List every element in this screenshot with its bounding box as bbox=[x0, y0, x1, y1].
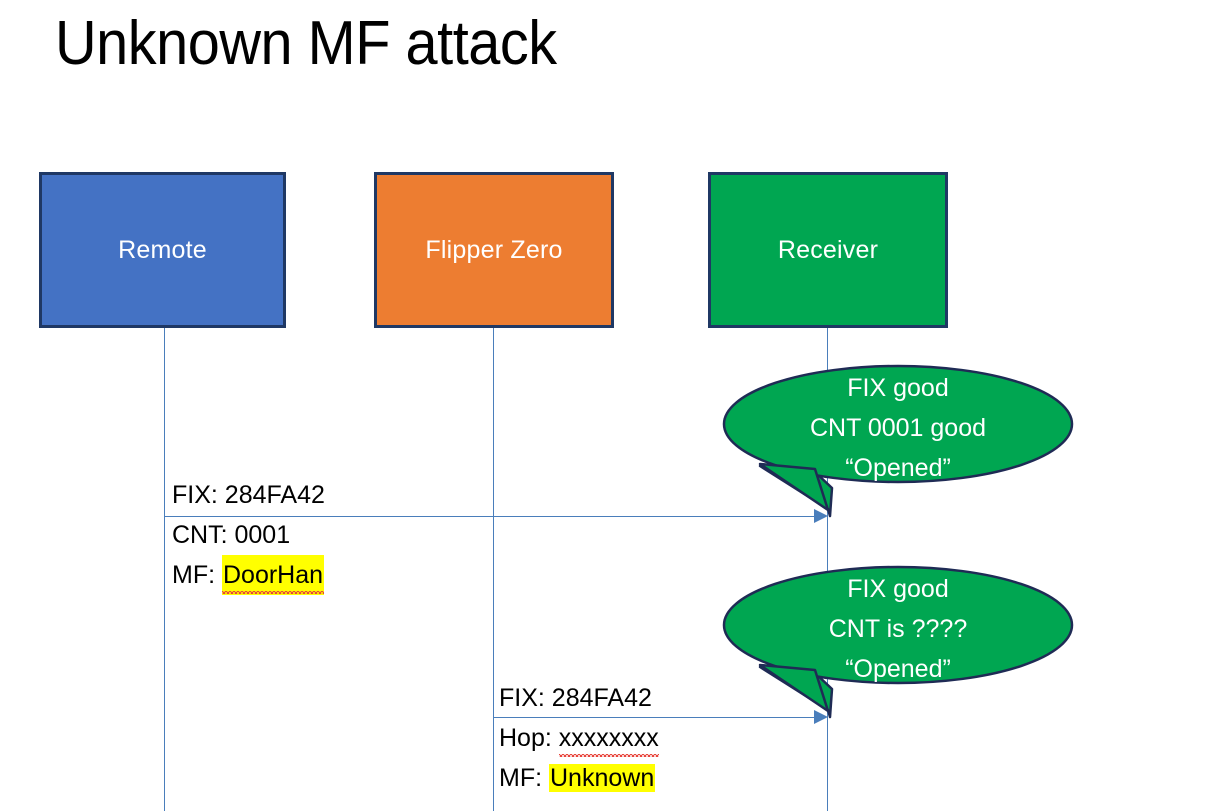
message-line: MF: DoorHan bbox=[172, 555, 325, 595]
message-line: Hop: xxxxxxxx bbox=[499, 718, 659, 758]
message-line: MF: Unknown bbox=[499, 758, 659, 798]
arrow-line-flipper-to-receiver bbox=[493, 717, 816, 718]
callout-bubble-second[interactable]: FIX good CNT is ???? “Opened” bbox=[720, 563, 1076, 721]
message-line-label: Hop: bbox=[499, 724, 559, 752]
message-line-label: MF: bbox=[499, 764, 549, 792]
callout-tail-fill-first bbox=[758, 462, 830, 512]
actor-box-flipper-zero[interactable]: Flipper Zero bbox=[374, 172, 614, 328]
message-line: FIX: 284FA42 bbox=[499, 678, 659, 718]
lifeline-receiver bbox=[827, 327, 828, 811]
message-line: CNT: 0001 bbox=[172, 515, 325, 555]
callout-ellipse-first bbox=[722, 364, 1074, 484]
arrow-head-remote-to-receiver bbox=[814, 509, 828, 523]
actor-label-remote: Remote bbox=[118, 235, 207, 264]
lifeline-flipper bbox=[493, 327, 494, 811]
message-line-label: FIX: bbox=[172, 481, 225, 509]
callout-ellipse-second bbox=[722, 565, 1074, 685]
lifeline-remote bbox=[164, 327, 165, 811]
message-line-value-highlighted: DoorHan bbox=[222, 555, 325, 595]
page-title: Unknown MF attack bbox=[55, 9, 557, 78]
actor-label-flipper-zero: Flipper Zero bbox=[425, 235, 563, 264]
message-line-label: CNT: bbox=[172, 521, 235, 549]
message-line-value-highlighted: Unknown bbox=[549, 764, 656, 792]
message-labels-flipper-to-receiver: FIX: 284FA42 Hop: xxxxxxxx MF: Unknown bbox=[499, 678, 659, 798]
message-line: FIX: 284FA42 bbox=[172, 475, 325, 515]
arrow-head-flipper-to-receiver bbox=[814, 710, 828, 724]
callout-tail-fill-second bbox=[758, 663, 830, 713]
message-line-label: FIX: bbox=[499, 684, 552, 712]
message-line-value: 284FA42 bbox=[551, 684, 652, 712]
callout-bubble-first[interactable]: FIX good CNT 0001 good “Opened” bbox=[720, 362, 1076, 520]
actor-label-receiver: Receiver bbox=[777, 235, 879, 264]
actor-box-remote[interactable]: Remote bbox=[39, 172, 286, 328]
message-line-value: 284FA42 bbox=[224, 481, 325, 509]
message-line-label: MF: bbox=[172, 561, 222, 589]
actor-box-receiver[interactable]: Receiver bbox=[708, 172, 948, 328]
arrow-line-remote-to-receiver bbox=[164, 516, 816, 517]
message-labels-remote-to-receiver: FIX: 284FA42 CNT: 0001 MF: DoorHan bbox=[172, 475, 325, 595]
message-line-value: xxxxxxxx bbox=[558, 718, 659, 758]
message-line-value: 0001 bbox=[234, 521, 291, 549]
